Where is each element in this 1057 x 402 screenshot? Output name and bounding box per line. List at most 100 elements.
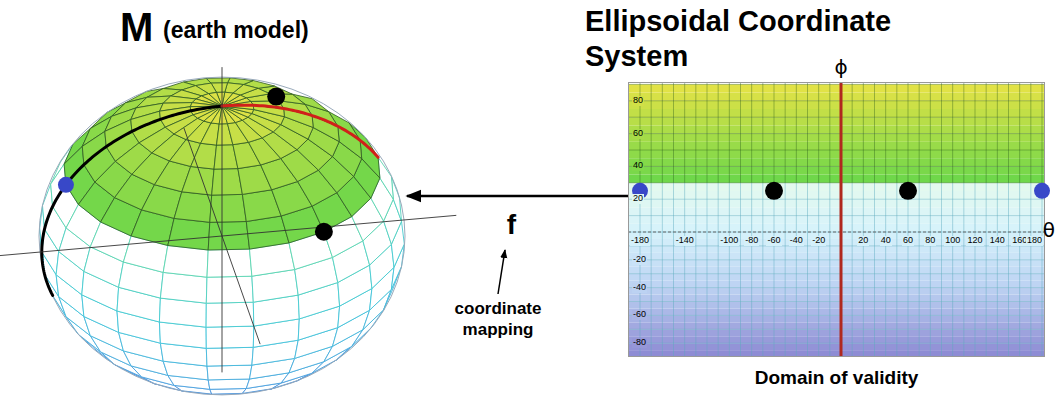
surface-cell: [225, 83, 244, 93]
tick-label: 20: [632, 194, 644, 204]
grid-line: [740, 183, 741, 357]
blue-point: [1034, 183, 1050, 199]
grid-line: [1008, 183, 1009, 357]
latitude-band: [628, 267, 1045, 274]
tick-label: 40: [632, 161, 644, 171]
latitude-band: [628, 253, 1045, 260]
surface-cell: [212, 169, 243, 196]
axis-name: ϕ: [834, 56, 847, 78]
tick-label: -60: [632, 310, 647, 320]
tick-label: -180: [630, 236, 650, 246]
grid-line: [963, 183, 964, 357]
tick-label: 80: [924, 236, 936, 246]
grid-line: [807, 183, 808, 357]
grid-line: [628, 273, 1045, 274]
grid-line: [628, 133, 1045, 134]
grid-line: [628, 166, 1045, 167]
surface-cell: [201, 123, 220, 145]
tick-label: -40: [789, 236, 804, 246]
grid-line: [930, 82, 931, 183]
coordinate-plot: [628, 82, 1050, 357]
surface-cell: [174, 192, 212, 223]
grid-line: [729, 82, 730, 183]
grid-line: [762, 82, 763, 183]
grid-line: [762, 183, 763, 357]
grid-line: [695, 82, 696, 183]
latitude-band: [628, 101, 1045, 109]
latitude-band: [628, 322, 1045, 329]
surface-cell: [206, 347, 253, 366]
surface-cell: [206, 276, 253, 303]
grid-line: [707, 82, 708, 183]
panel-caption: Domain of validity: [755, 367, 919, 389]
grid-line: [852, 82, 853, 183]
grid-line: [863, 82, 864, 183]
grid-line: [628, 117, 1045, 118]
tick-label: 60: [632, 129, 644, 139]
grid-line: [975, 82, 976, 183]
latitude-band: [628, 191, 1045, 199]
grid-line: [628, 343, 1045, 344]
mapping-arrow: [407, 195, 628, 198]
grid-line: [718, 183, 719, 357]
grid-line: [807, 82, 808, 183]
grid-line: [986, 82, 987, 183]
black-meridian: [42, 106, 222, 295]
red-meridian: [222, 105, 378, 157]
grid-line: [751, 183, 752, 357]
blue-point: [58, 177, 74, 193]
latitude-band: [628, 125, 1045, 133]
latitude-band: [628, 246, 1045, 253]
grid-line: [628, 329, 1045, 330]
grid-line: [829, 183, 830, 357]
latitude-band: [628, 260, 1045, 267]
grid-line: [818, 183, 819, 357]
tick-label: 140: [989, 236, 1006, 246]
tick-label: -80: [632, 338, 647, 348]
model-title: (earth model): [163, 17, 309, 43]
surface-cell: [207, 365, 252, 380]
grid-line: [684, 183, 685, 357]
grid-line: [908, 183, 909, 357]
latitude-band: [628, 109, 1045, 117]
grid-line: [997, 82, 998, 183]
surface-cell: [206, 326, 254, 348]
grid-line: [684, 82, 685, 183]
grid-line: [628, 301, 1045, 302]
grid-line: [628, 150, 1045, 151]
grid-line: [919, 82, 920, 183]
coordinate-axis: [222, 67, 223, 372]
tick-label: 60: [902, 236, 914, 246]
tick-label: -80: [744, 236, 759, 246]
surface-cell: [182, 167, 214, 196]
latitude-band: [628, 158, 1045, 166]
latitude-band: [628, 343, 1045, 350]
grid-line: [651, 82, 652, 183]
axis-name: θ: [1043, 219, 1055, 241]
grid-line: [740, 82, 741, 183]
latitude-band: [628, 84, 1045, 92]
coordinate-axis: [0, 215, 456, 256]
grid-line: [628, 232, 1045, 233]
latitude-band: [628, 134, 1045, 142]
panel-title: Ellipsoidal Coordinate System: [585, 4, 985, 74]
grid-line: [707, 183, 708, 357]
grid-line: [952, 183, 953, 357]
grid-line: [874, 183, 875, 357]
grid-line: [628, 199, 1045, 200]
plot-frame: [629, 83, 1045, 357]
grid-line: [829, 82, 830, 183]
grid-line: [628, 100, 1045, 101]
tick-label: -140: [675, 236, 695, 246]
grid-line: [908, 82, 909, 183]
grid-line: [1042, 82, 1043, 183]
prime-meridian-line: [840, 82, 843, 357]
black-point: [765, 182, 783, 200]
grid-line: [919, 183, 920, 357]
latitude-band: [628, 224, 1045, 232]
earth-ellipsoid: [0, 67, 456, 395]
grid-line: [640, 183, 641, 357]
latitude-band: [628, 166, 1045, 174]
